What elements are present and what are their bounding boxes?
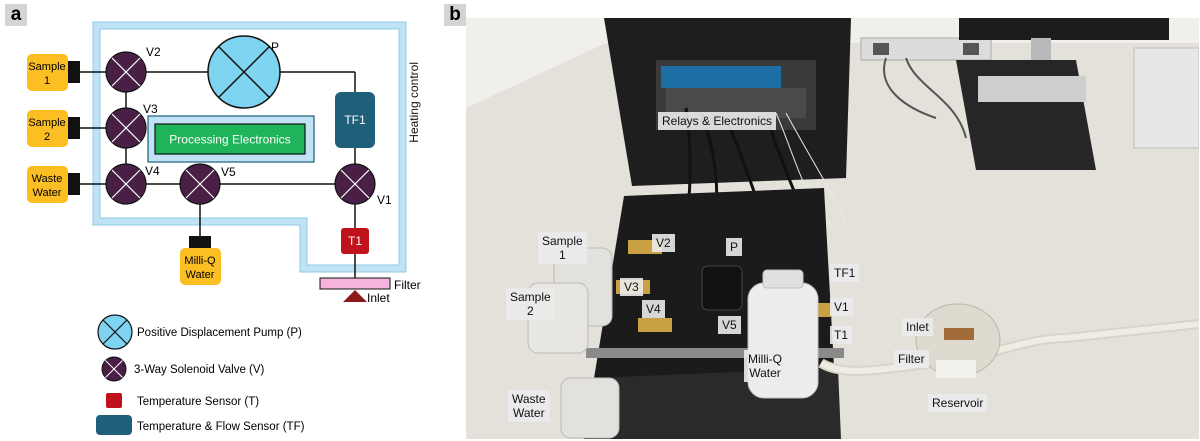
svg-text:Water: Water [186,269,215,281]
schematic-diagram: Heating control P [27,21,421,435]
pump-label: P [271,40,279,54]
source-sample-2: Sample 2 [27,110,80,147]
label-t1: T1 [830,326,853,344]
label-relays-electronics: Relays & Electronics [658,112,777,130]
label-tf1: TF1 [830,264,860,282]
label-inlet: Inlet [902,318,933,336]
source-milli-q-water: Milli-Q Water [180,236,221,285]
inlet-label: Inlet [367,291,390,305]
valve-v2-label: V2 [146,45,161,59]
valve-v5 [179,163,221,205]
t1-sensor [341,228,369,254]
legend-tf-label: Temperature & Flow Sensor (TF) [137,421,305,433]
filter-label: Filter [394,278,421,292]
valve-v3-label: V3 [143,102,158,116]
label-p: P [726,238,743,256]
valve-v4 [105,163,147,205]
valve-v1-label: V1 [377,193,392,207]
panel-b-letter: b [444,4,466,26]
svg-text:Waste: Waste [32,173,63,185]
legend-temp-label: Temperature Sensor (T) [137,396,259,408]
legend-valve-icon [101,356,127,382]
valve-v5-label: V5 [221,165,236,179]
processing-electronics-box [154,123,306,155]
filter-symbol [319,277,391,290]
label-v5: V5 [718,316,741,334]
tf1-sensor [335,92,375,148]
legend: Positive Displacement Pump (P) 3-Way Sol… [96,314,305,435]
tf1-label: TF1 [344,113,366,127]
label-reservoir: Reservoir [928,394,988,412]
device-photo [466,18,1199,439]
svg-text:Milli-Q: Milli-Q [184,255,216,267]
legend-pump-label: Positive Displacement Pump (P) [137,327,302,339]
legend-valve-label: 3-Way Solenoid Valve (V) [134,364,265,376]
label-v2: V2 [652,234,675,252]
processing-electronics-label: Processing Electronics [169,133,290,147]
legend-pump-icon [97,314,133,350]
valve-v1 [334,163,376,205]
svg-text:Sample: Sample [28,117,65,129]
source-sample-1: Sample 1 [27,54,80,91]
label-v4: V4 [642,300,665,318]
label-filter: Filter [894,350,929,368]
legend-temp-icon [106,393,122,408]
t1-label: T1 [348,234,362,248]
label-v3: V3 [620,278,643,296]
pump-symbol [207,35,281,109]
svg-text:2: 2 [44,131,50,143]
svg-text:Water: Water [33,187,62,199]
panel-a-letter: a [5,4,27,26]
svg-text:Sample: Sample [28,61,65,73]
heating-control-label: Heating control [407,62,421,143]
svg-text:1: 1 [44,75,50,87]
source-waste-water: Waste Water [27,166,80,203]
label-v1: V1 [830,298,853,316]
legend-tf-icon [96,415,132,435]
inlet-icon [343,290,367,302]
valve-v2 [105,51,147,93]
heating-control-band [92,21,407,273]
valve-v4-label: V4 [145,164,160,178]
valve-v3 [105,107,147,149]
